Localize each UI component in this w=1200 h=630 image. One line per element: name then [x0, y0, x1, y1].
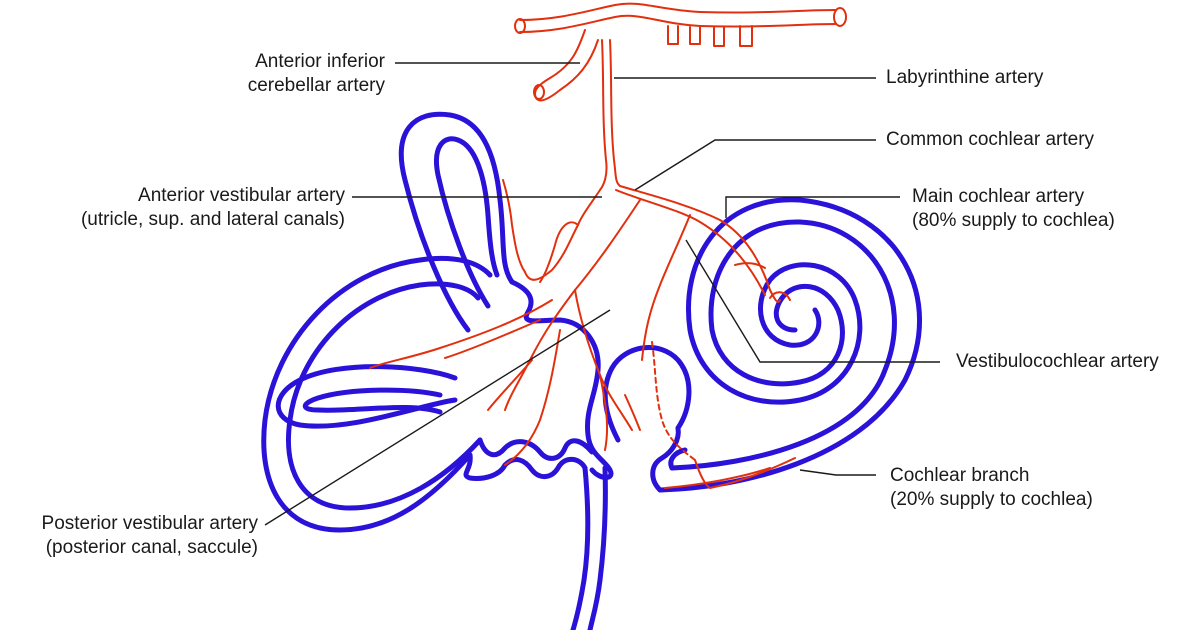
main-cochlear-twig-b: [734, 262, 766, 269]
label-aica: Anterior inferior cerebellar artery: [195, 50, 385, 98]
anterior-vestibular-lateral: [369, 299, 553, 369]
posterior-vestibular-b3: [599, 374, 609, 451]
lateral-canal-inner: [302, 387, 443, 415]
cochlea-spiral-inner: [669, 219, 897, 471]
leader-main-cochlear: [725, 196, 900, 218]
anterior-vestibular-superior: [502, 179, 526, 273]
anterior-vestibular-branch-up: [539, 221, 579, 283]
label-cochlear-branch-line2: (20% supply to cochlea): [890, 489, 1093, 510]
main-cochlear-artery: [619, 185, 781, 303]
label-main-cochlear-line1: Main cochlear artery: [912, 186, 1085, 207]
top-vessel-left-end: [514, 18, 526, 34]
ductus-reuniens: [650, 425, 681, 493]
leader-vestibulocochlear: [685, 239, 940, 363]
label-posterior-vestibular-line2: (posterior canal, saccule): [45, 537, 258, 558]
leader-lines: [264, 62, 940, 526]
label-common-cochlear-line1: Common cochlear artery: [886, 129, 1095, 150]
top-vessel-lower: [519, 14, 836, 33]
arterial-supply: [369, 2, 847, 489]
main-cochlear-twig-a: [769, 291, 791, 301]
aica-end: [533, 84, 545, 100]
main-cochlear-artery-b: [615, 189, 766, 296]
posterior-vestibular-b4: [487, 359, 533, 411]
endolymphatic-duct-left: [570, 465, 591, 630]
label-labyrinthine-line1: Labyrinthine artery: [886, 67, 1044, 88]
label-cochlear-branch: Cochlear branch (20% supply to cochlea): [890, 464, 1093, 512]
utricle-outline: [509, 279, 614, 480]
anterior-vestibular-artery: [524, 189, 601, 281]
leader-posterior-vestibular: [264, 309, 611, 526]
posterior-vestibular-b2: [504, 329, 561, 466]
anterior-vestibular-lateral-b: [444, 319, 541, 359]
label-anterior-vestibular-line1: Anterior vestibular artery: [138, 185, 345, 206]
leader-cochlear-branch: [799, 469, 876, 476]
ductus-reuniens-inner: [668, 447, 688, 471]
posterior-vestibular-artery: [504, 199, 641, 411]
membranous-labyrinth: [261, 111, 922, 630]
label-vestibulocochlear-line1: Vestibulocochlear artery: [956, 351, 1159, 372]
labyrinthine-trunk-right: [609, 39, 621, 187]
vestibulocochlear-artery: [641, 214, 691, 361]
posterior-canal-outer: [261, 255, 493, 533]
label-anterior-vestibular-line2: (utricle, sup. and lateral canals): [80, 209, 345, 230]
labyrinthine-trunk-left: [599, 39, 608, 191]
top-vessel-right-end: [833, 7, 847, 27]
label-posterior-vestibular-artery: Posterior vestibular artery (posterior c…: [0, 512, 258, 560]
top-vessel-upper: [519, 2, 836, 21]
label-anterior-vestibular-artery: Anterior vestibular artery (utricle, sup…: [5, 184, 345, 232]
superior-canal-outer: [398, 111, 515, 333]
cochlear-branch-b: [664, 467, 771, 489]
lateral-canal-outer: [275, 364, 458, 429]
label-common-cochlear-artery: Common cochlear artery: [886, 128, 1094, 152]
endolymphatic-duct-right: [587, 465, 608, 630]
label-posterior-vestibular-line1: Posterior vestibular artery: [41, 513, 258, 534]
cochlear-branch: [694, 457, 796, 489]
vestibule-lower: [463, 452, 588, 481]
top-vessel-stubs: [667, 25, 753, 47]
superior-canal-inner: [434, 136, 500, 309]
posterior-vestibular-b5: [624, 394, 641, 431]
leader-common-cochlear: [634, 139, 876, 191]
cochlea-spiral-outer: [657, 197, 922, 493]
label-vestibulocochlear-artery: Vestibulocochlear artery: [956, 350, 1159, 374]
label-aica-line1: Anterior inferior: [255, 51, 385, 72]
vestibule-lower-inner: [477, 437, 595, 461]
label-main-cochlear-artery: Main cochlear artery (80% supply to coch…: [912, 185, 1115, 233]
label-aica-line2: cerebellar artery: [247, 75, 385, 96]
label-labyrinthine-artery: Labyrinthine artery: [886, 66, 1043, 90]
label-cochlear-branch-line1: Cochlear branch: [890, 465, 1030, 486]
label-main-cochlear-line2: (80% supply to cochlea): [912, 210, 1115, 231]
vestibulocochlear-dashed: [651, 341, 696, 461]
posterior-vestibular-b1: [574, 289, 633, 431]
